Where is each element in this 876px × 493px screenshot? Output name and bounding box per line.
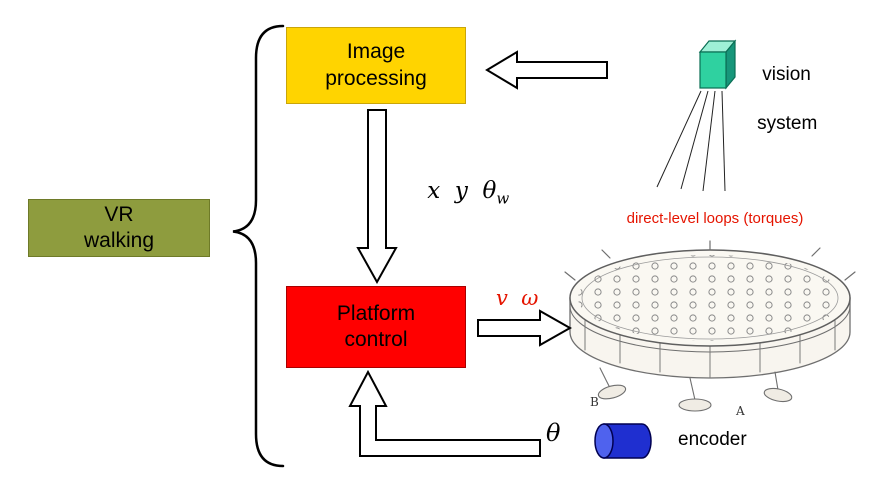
arrow-image-processing-to-platform-control [356, 109, 398, 285]
signal-label-x-y-theta: x y θw [398, 152, 509, 234]
direct-level-loops-label: direct-level loops (torques) [626, 210, 804, 227]
platform-feet [597, 367, 793, 412]
theta-feedback-label: θ [546, 419, 561, 447]
platform-control-label-line1: Platform [336, 301, 416, 325]
signal-theta-text: θ [482, 178, 497, 204]
arrow-encoder-to-platform-control [348, 369, 541, 457]
vision-system-label: vision system [736, 38, 818, 161]
platform-sketch: B A [564, 240, 856, 418]
vision-camera-icon [698, 39, 737, 90]
encoder-cylinder-icon [594, 423, 652, 459]
arrow-platform-control-to-platform [477, 309, 573, 347]
vision-rays [656, 90, 726, 192]
vision-system-label-line2: system [757, 113, 818, 135]
signal-xy-text: x y [427, 178, 483, 204]
brace [232, 24, 285, 468]
platform-inner-rim [581, 256, 839, 340]
vr-walking-box: VR walking [28, 199, 210, 257]
sketch-letter-b: B [590, 395, 599, 409]
sketch-letter-a: A [735, 404, 745, 418]
arrow-vision-to-image-processing [485, 50, 608, 90]
encoder-label: encoder [678, 429, 747, 450]
platform-clamps [564, 240, 856, 281]
image-processing-label-line2: processing [325, 66, 427, 90]
platform-control-box: Platform control [286, 286, 466, 368]
signal-theta-subscript: w [496, 189, 510, 208]
vision-system-label-line1: vision [762, 63, 811, 85]
platform-control-label-line2: control [344, 328, 408, 351]
signal-label-v-omega: v ω [496, 286, 539, 310]
vr-walking-label-line1: VR [104, 202, 134, 226]
image-processing-label-line1: Image [346, 40, 406, 64]
platform-holes [578, 255, 842, 341]
image-processing-box: Image processing [286, 27, 466, 104]
vr-walking-label-line2: walking [83, 229, 155, 252]
